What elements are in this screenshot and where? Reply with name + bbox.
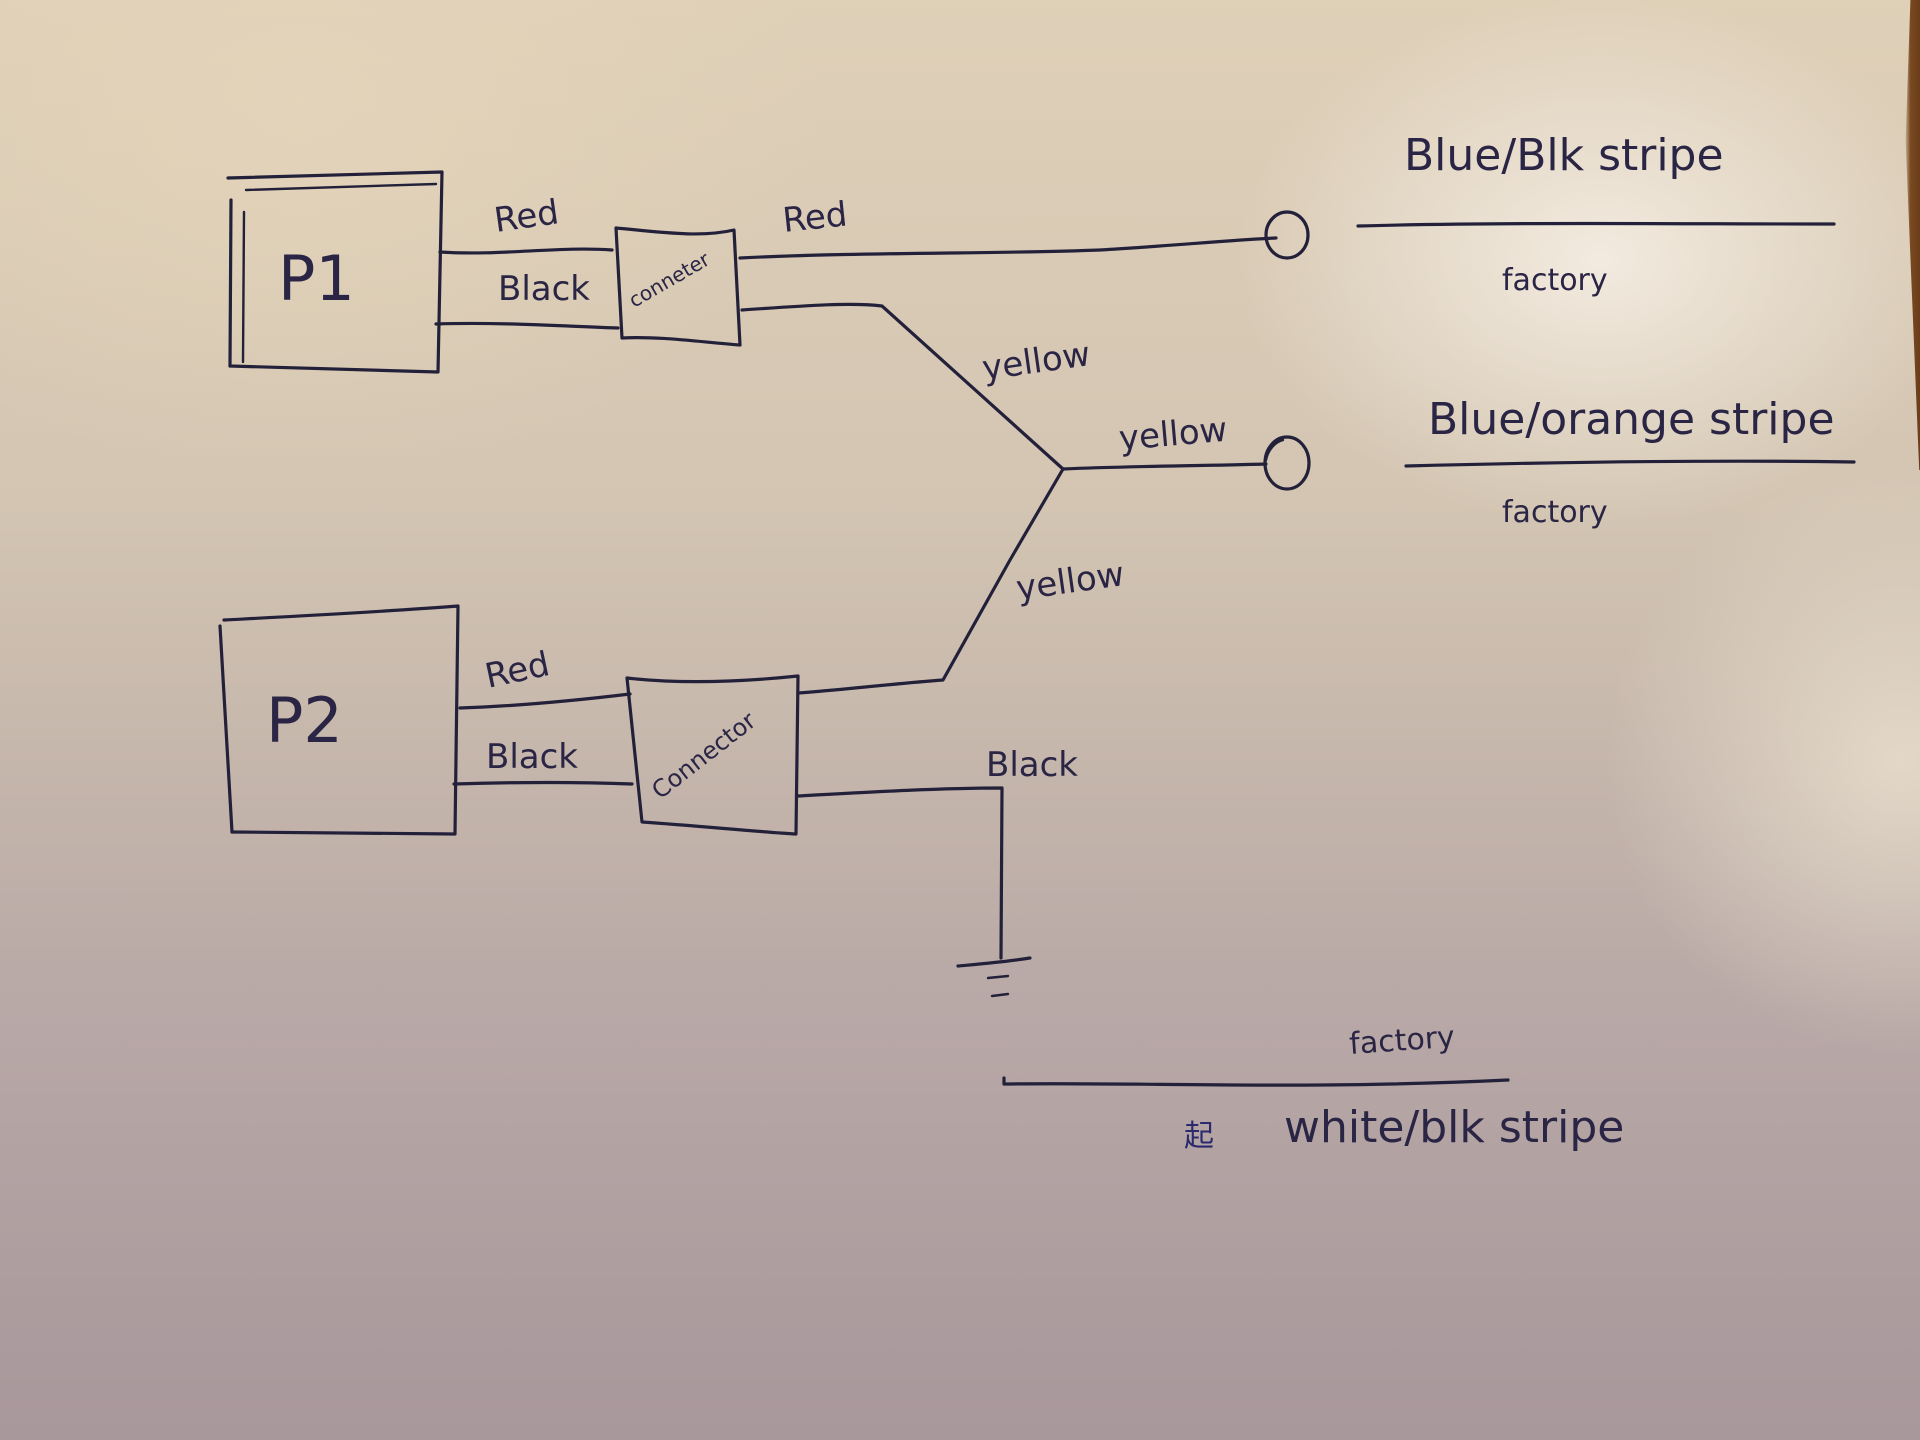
factory-wire-2-source: factory: [1502, 495, 1608, 530]
p1-black-wire: [434, 321, 620, 330]
p1-red-wire-label: Red: [492, 192, 562, 241]
p2-red-wire-label: Red: [482, 644, 554, 697]
factory-wire-1: Blue/Blk stripe factory: [1356, 130, 1836, 298]
p1-box-left-double-line: [241, 210, 246, 364]
p1-box: P1: [226, 170, 444, 374]
ground-icon: [956, 956, 1032, 998]
p1-box-top-double-line: [244, 182, 438, 192]
connector-2: Connector: [625, 674, 800, 836]
p2-box: P2: [218, 604, 460, 836]
p1-box-left-line: [228, 198, 233, 368]
conn1-yellow-label: yellow: [980, 334, 1093, 389]
conn1-yellow-wire: [740, 302, 1065, 471]
ring-terminal-1-icon: [1264, 210, 1310, 260]
connector-1: conneter: [614, 226, 742, 347]
conn1-red-out-label: Red: [781, 194, 849, 241]
p2-black-wire-label: Black: [486, 737, 578, 777]
p1-black-wire-label: Black: [498, 269, 590, 309]
factory-wire-2: Blue/orange stripe factory: [1404, 394, 1856, 530]
factory-wire-1-color: Blue/Blk stripe: [1404, 130, 1724, 181]
junction-yellow-wire: [1061, 462, 1268, 471]
p1-box-outline: [226, 170, 444, 374]
conn2-black-label: Black: [986, 745, 1078, 785]
p2-black-wire: [452, 780, 634, 786]
scribble-mark-icon: 起: [1184, 1119, 1214, 1154]
p2-box-outline: [222, 604, 460, 836]
connector-1-label: conneter: [625, 247, 715, 313]
conn2-black-ground-wire: [796, 786, 1004, 960]
p2-box-left-line: [218, 624, 234, 834]
factory-wire-3-line: [1002, 1076, 1510, 1087]
factory-wire-1-line: [1356, 221, 1836, 228]
p2-label: P2: [266, 684, 343, 757]
factory-wire-3: factory white/blk stripe 起: [1002, 1020, 1624, 1154]
ring-terminal-2-icon: [1263, 435, 1311, 491]
factory-wire-2-line: [1404, 459, 1856, 468]
connector-2-label: Connector: [646, 706, 761, 804]
factory-wire-3-source: factory: [1348, 1020, 1456, 1062]
conn1-red-out-wire: [738, 236, 1278, 260]
p2-red-wire: [458, 692, 632, 710]
connector-1-outline: [614, 226, 742, 347]
conn2-yellow-label: yellow: [1014, 554, 1127, 609]
junction-yellow-label: yellow: [1117, 410, 1229, 459]
factory-wire-1-source: factory: [1502, 263, 1608, 298]
connector-2-outline: [625, 674, 800, 836]
conn2-yellow-wire: [796, 467, 1065, 695]
factory-wire-2-color: Blue/orange stripe: [1428, 394, 1835, 445]
factory-wire-3-color: white/blk stripe: [1284, 1102, 1624, 1153]
p1-label: P1: [278, 242, 355, 315]
p1-red-wire: [438, 247, 614, 255]
